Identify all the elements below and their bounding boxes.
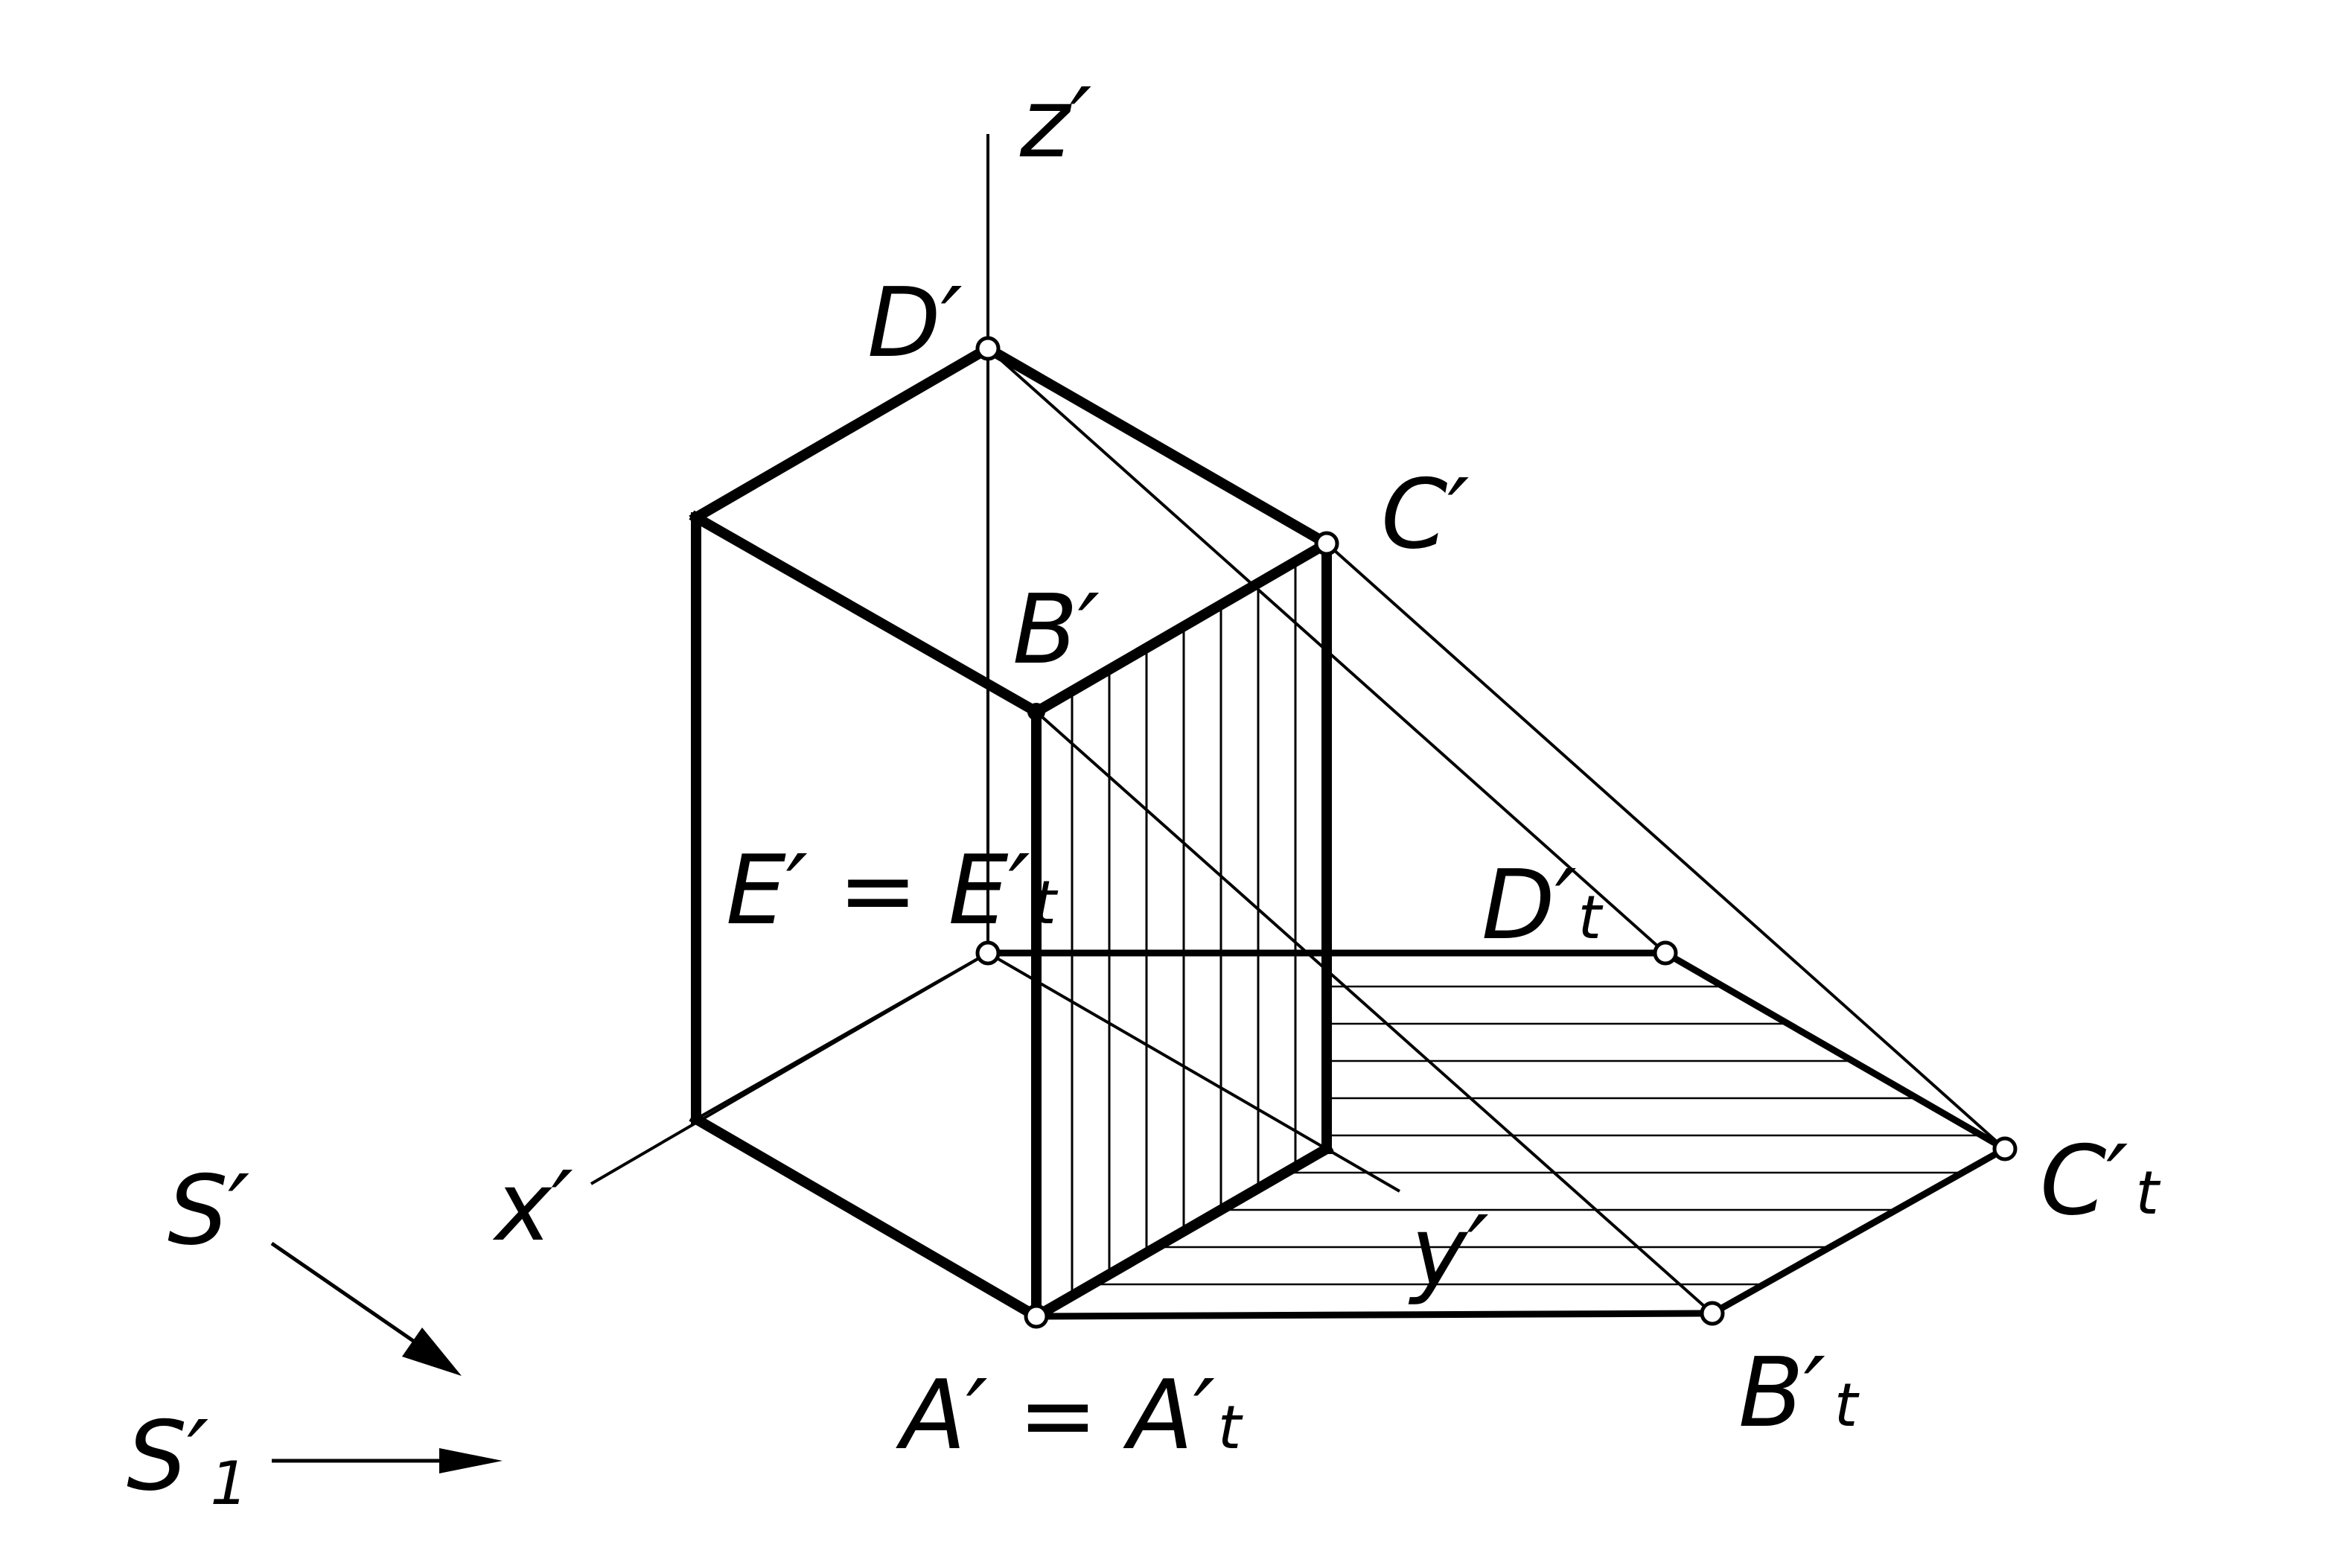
point-c-label: C′ — [1381, 459, 1469, 570]
point-e-label: E′ = E′t — [726, 835, 1059, 946]
point-dt-label: D′t — [1482, 850, 1604, 961]
direction-s-label: S′ — [168, 1156, 249, 1266]
point-bt-marker — [1700, 1301, 1725, 1326]
point-dt-marker — [1653, 940, 1678, 966]
ray-b — [1035, 710, 1714, 1315]
direction-s1-arrowhead — [439, 1448, 503, 1473]
point-e-marker — [975, 940, 1001, 966]
direction-s-arrow-shaft — [270, 1241, 441, 1361]
y-axis-label: y′ — [1408, 1196, 1489, 1307]
point-bt-label: B′t — [1738, 1338, 1860, 1449]
z-axis-label: z′ — [1019, 68, 1091, 179]
y-axis — [986, 952, 1401, 1193]
x-axis-label: x′ — [492, 1152, 573, 1263]
shadow-edge-a-bt — [1036, 1310, 1713, 1320]
point-a-label: A′ = A′t — [896, 1360, 1243, 1471]
direction-s-arrowhead — [402, 1328, 462, 1376]
point-d-marker — [975, 336, 1001, 361]
ray-c — [1325, 542, 2006, 1150]
shadow-edge-dt-ct — [1663, 950, 2007, 1152]
direction-s1-label: S′1 — [127, 1401, 248, 1518]
face-hatching — [1071, 544, 1297, 1316]
point-c-marker — [1314, 531, 1339, 556]
point-b-marker — [1027, 703, 1045, 721]
point-d-label: D′ — [867, 268, 963, 379]
point-ct-label: C′t — [2040, 1126, 2160, 1237]
point-ct-marker — [1992, 1136, 2018, 1161]
point-markers — [975, 336, 2018, 1329]
shadow-edge-ct-bt — [1710, 1146, 2007, 1316]
point-b-label: B′ — [1012, 575, 1100, 686]
box-edge-e-left — [695, 952, 989, 1121]
box-outline — [689, 341, 1334, 1324]
point-a-marker — [1024, 1304, 1049, 1329]
